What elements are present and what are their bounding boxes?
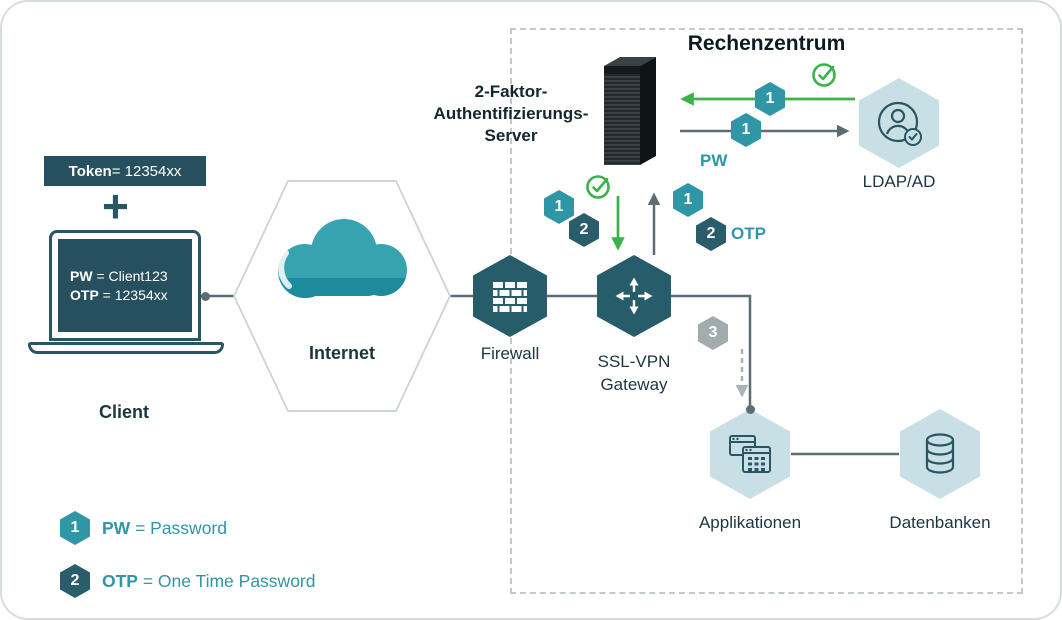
laptop-screen: PW = Client123 OTP = 12354xx — [58, 239, 192, 332]
gateway-arrows-icon — [615, 277, 653, 315]
user-check-icon — [877, 101, 922, 146]
badge-1: 1 — [60, 511, 90, 545]
cloud-icon — [278, 219, 407, 298]
firewall-label: Firewall — [480, 344, 540, 363]
internet-hexagon — [233, 180, 451, 412]
applications-icon — [729, 435, 771, 473]
auth-server-label-line3: Server — [484, 126, 538, 145]
legend-pw-key: PW — [102, 517, 131, 538]
databases-label: Datenbanken — [889, 513, 991, 532]
token-value: = 12354xx — [111, 162, 182, 180]
connector-dot — [745, 404, 755, 414]
badge-1: 1 — [673, 183, 703, 217]
applications-label: Applikationen — [698, 513, 802, 532]
legend-text-otp: OTP = One Time Password — [102, 571, 316, 592]
client-laptop: PW = Client123 OTP = 12354xx — [49, 230, 201, 341]
ldap-label: LDAP/AD — [862, 172, 936, 191]
client-label: Client — [98, 402, 149, 422]
gateway-label-line1: SSL-VPN — [597, 352, 671, 371]
pw-flow-label: PW — [700, 151, 728, 170]
legend-text-pw: PW = Password — [102, 518, 227, 539]
screen-otp-value: = 12354xx — [98, 287, 168, 303]
legend-item-otp: 2 OTP = One Time Password — [60, 564, 316, 598]
legend-otp-value: = One Time Password — [137, 570, 316, 591]
token-key: Token — [68, 162, 112, 180]
datacenter-title: Rechenzentrum — [687, 32, 846, 55]
auth-server-label-line2: Authentifizierungs- — [433, 104, 589, 123]
check-icon — [586, 175, 610, 199]
check-icon — [812, 63, 836, 87]
auth-server-label-line1: 2-Faktor- — [474, 82, 548, 101]
screen-pw-value: = Client123 — [92, 268, 168, 284]
screen-otp-key: OTP — [70, 287, 99, 303]
database-icon — [925, 433, 955, 474]
badge-1: 1 — [544, 190, 574, 224]
plus-sign: + — [102, 180, 129, 232]
legend-otp-key: OTP — [102, 570, 138, 591]
legend-item-pw: 1 PW = Password — [60, 511, 227, 545]
screen-otp-line: OTP = 12354xx — [70, 287, 192, 303]
laptop-base — [28, 342, 224, 354]
screen-pw-line: PW = Client123 — [70, 268, 192, 284]
token-box: Token = 12354xx — [44, 156, 206, 186]
badge-2: 2 — [569, 213, 599, 247]
internet-label: Internet — [308, 343, 375, 363]
badge-2: 2 — [60, 564, 90, 598]
legend-pw-value: = Password — [130, 517, 227, 538]
otp-flow-label: OTP — [731, 224, 766, 243]
connector-dot — [201, 291, 210, 301]
auth-server-label: 2-Faktor- Authentifizierungs- Server — [426, 81, 596, 147]
screen-pw-key: PW — [70, 268, 93, 284]
badge-2: 2 — [696, 217, 726, 251]
gateway-label-line2: Gateway — [600, 375, 668, 394]
firewall-brick-icon — [493, 281, 527, 312]
auth-server-icon — [604, 57, 656, 165]
